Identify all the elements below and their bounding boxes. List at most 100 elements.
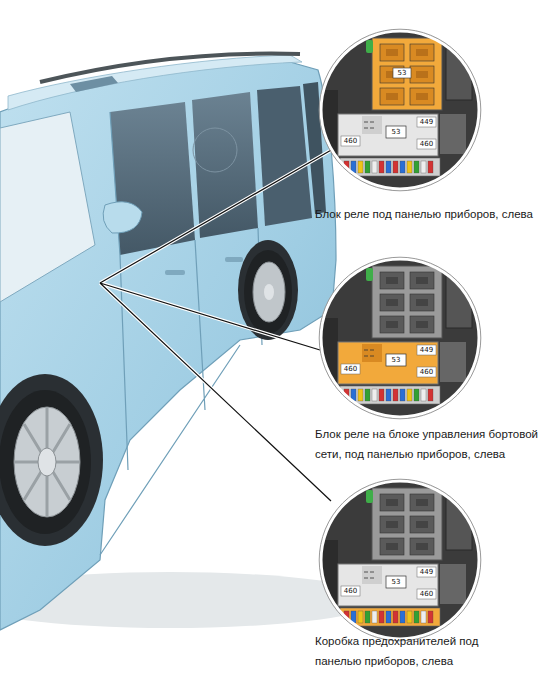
- socket-pins: [386, 93, 398, 100]
- fuse: [428, 611, 433, 623]
- green-clip: [366, 268, 373, 281]
- relay-tag: [417, 117, 436, 127]
- socket-pins: [386, 543, 398, 550]
- front-hub: [38, 448, 56, 476]
- inset-outline: [319, 29, 481, 191]
- fuse: [379, 389, 384, 401]
- relay-tag: [386, 354, 406, 366]
- fuse-box-inset: [319, 29, 481, 191]
- socket-pins: [386, 299, 398, 306]
- relay-socket: [410, 494, 434, 511]
- sunroof: [70, 76, 118, 92]
- relay-number: 460: [417, 139, 436, 149]
- fuse-box-inset: [319, 257, 481, 419]
- rear-hub: [264, 284, 274, 300]
- fuse: [372, 389, 377, 401]
- fuse: [358, 161, 363, 173]
- fuse: [358, 611, 363, 623]
- fuse: [365, 611, 370, 623]
- door-lines: [100, 112, 262, 555]
- relay-tag: [417, 139, 436, 149]
- relay-panel: [338, 342, 438, 384]
- side-block: [440, 114, 466, 154]
- door-handle: [165, 270, 185, 275]
- fuse: [407, 611, 412, 623]
- socket-pins: [416, 71, 428, 78]
- relay-socket: [410, 66, 434, 83]
- relay-socket: [410, 44, 434, 61]
- panel-symbols: [364, 350, 374, 356]
- relay-socket: [410, 272, 434, 289]
- relay-socket: [410, 516, 434, 533]
- relay-carrier: [372, 266, 442, 338]
- fuse: [365, 161, 370, 173]
- rear-door-window: [192, 92, 258, 238]
- door-handle: [225, 257, 243, 262]
- relay-tag: [417, 567, 436, 577]
- relay-carrier: [372, 38, 442, 110]
- relay-socket: [380, 88, 404, 105]
- relay-socket: [380, 44, 404, 61]
- rear-rim: [253, 262, 285, 322]
- rim-spokes: [14, 407, 80, 517]
- panel-symbols: [364, 122, 374, 128]
- fuse: [386, 389, 391, 401]
- green-clip: [366, 40, 373, 53]
- relay-socket: [410, 88, 434, 105]
- fuse: [421, 611, 426, 623]
- fuse: [365, 389, 370, 401]
- relay-number: 449: [417, 345, 436, 355]
- socket-pins: [416, 49, 428, 56]
- relay-number: 53: [386, 354, 406, 366]
- panel-slot: [362, 344, 382, 362]
- inset-content: [320, 30, 480, 190]
- socket-pins: [386, 277, 398, 284]
- side-block: [440, 342, 466, 382]
- relay-tag: [386, 576, 406, 588]
- location-caption: Блок реле под панелью приборов, слева: [315, 204, 557, 224]
- relay-panel: [338, 564, 438, 606]
- fuse: [358, 389, 363, 401]
- relay-socket: [380, 294, 404, 311]
- socket-pins: [416, 299, 428, 306]
- relay-tag: [417, 589, 436, 599]
- relay-number: 449: [417, 117, 436, 127]
- relay-tag: [417, 367, 436, 377]
- inset-background: [320, 30, 480, 190]
- fuse: [386, 161, 391, 173]
- relay-socket: [380, 316, 404, 333]
- relay-tag: [393, 68, 411, 78]
- fuse: [372, 611, 377, 623]
- relay-socket: [380, 494, 404, 511]
- fuse: [379, 611, 384, 623]
- fuse: [421, 389, 426, 401]
- fuse: [400, 161, 405, 173]
- relay-number: 53: [386, 126, 406, 138]
- inset-ring: [321, 259, 479, 417]
- fuse: [407, 161, 412, 173]
- socket-pins: [416, 321, 428, 328]
- location-caption: Коробка предохранителей под панелью приб…: [315, 631, 505, 671]
- relay-tag: [341, 364, 360, 374]
- fuse: [372, 161, 377, 173]
- relay-number: 460: [417, 367, 436, 377]
- relay-number: 53: [393, 68, 411, 78]
- fuse: [393, 389, 398, 401]
- relay-socket: [380, 272, 404, 289]
- green-clip: [366, 490, 373, 503]
- fuse: [421, 161, 426, 173]
- relay-carrier: [372, 488, 442, 560]
- panel-symbols: [364, 572, 374, 578]
- inset-ring: [321, 481, 479, 639]
- inset-content: [320, 480, 480, 640]
- inset-ring: [321, 31, 479, 189]
- leader-line: [100, 149, 333, 501]
- relay-panel: [338, 114, 438, 156]
- socket-pins: [386, 321, 398, 328]
- inset-background: [320, 480, 480, 640]
- fuse: [393, 611, 398, 623]
- relay-number: 460: [341, 136, 360, 146]
- window-reflection: [193, 128, 237, 172]
- fuse: [400, 389, 405, 401]
